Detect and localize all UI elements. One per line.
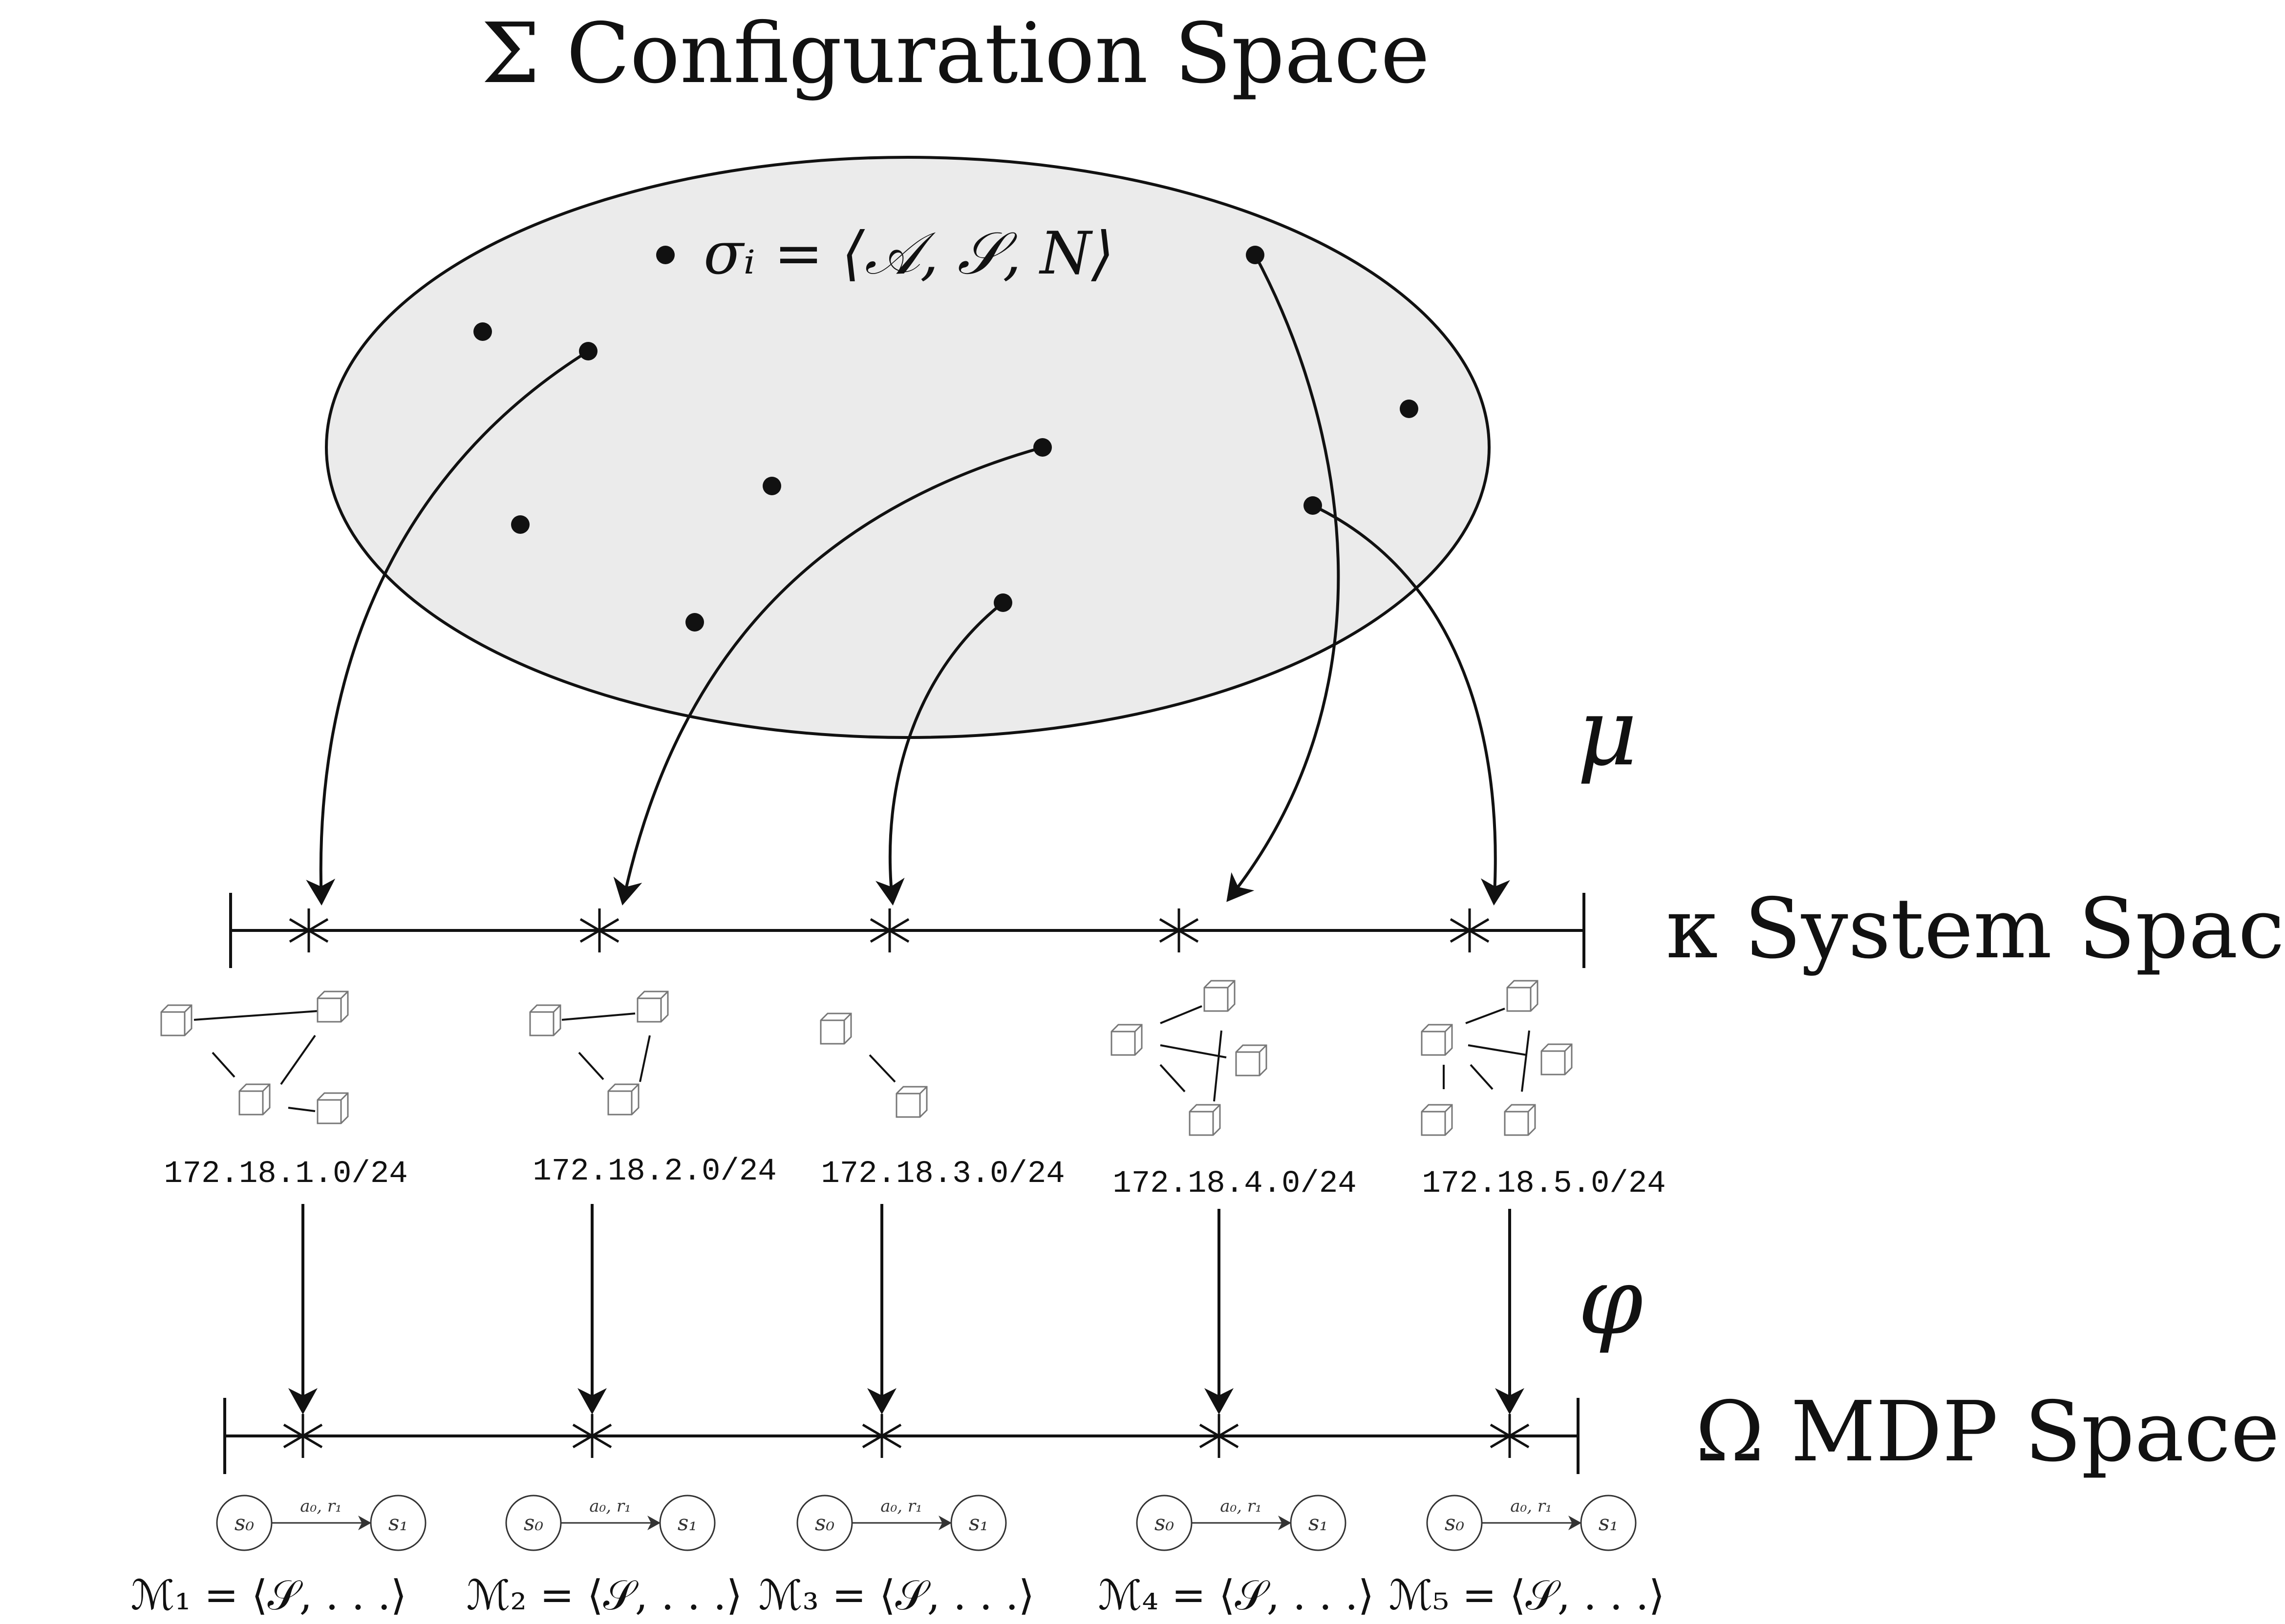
subnet-label-2: 172.18.2.0/24 xyxy=(533,1154,776,1189)
host-cube-icon xyxy=(607,1083,640,1116)
mu-arrow-4 xyxy=(1226,254,1340,902)
mdp-diagram-3: s₀ s₁ a₀, r₁ xyxy=(796,1495,1007,1551)
host-cube-icon xyxy=(1203,980,1236,1012)
network-topology-1 xyxy=(160,991,349,1124)
mdp-diagram-5: s₀ s₁ a₀, r₁ xyxy=(1426,1495,1637,1551)
system-marker-3 xyxy=(870,908,910,952)
subnet-label-1: 172.18.1.0/24 xyxy=(164,1157,407,1192)
system-marker-1 xyxy=(289,908,329,952)
host-cube-icon xyxy=(896,1086,928,1118)
network-topology-4 xyxy=(1110,980,1267,1136)
state-label: s₀ xyxy=(815,1511,835,1536)
host-cube-icon xyxy=(1504,1104,1536,1136)
host-cube-icon xyxy=(1189,1104,1221,1136)
host-cube-icon xyxy=(1421,1104,1453,1136)
transition-label: a₀, r₁ xyxy=(589,1497,631,1516)
host-cube-icon xyxy=(238,1083,271,1116)
network-topology-2 xyxy=(529,991,669,1116)
mu-mapping-arrows xyxy=(306,254,1510,906)
network-topology-3 xyxy=(820,1012,928,1118)
state-label: s₁ xyxy=(1308,1511,1328,1536)
config-point xyxy=(1400,400,1418,418)
config-point-label: σᵢ = ⟨𝒜, 𝒮, N⟩ xyxy=(704,220,1114,288)
mdp-space-axis xyxy=(223,1398,1580,1474)
transition-label: a₀, r₁ xyxy=(1510,1497,1552,1516)
system-marker-2 xyxy=(579,908,619,952)
config-point xyxy=(511,515,530,534)
system-markers xyxy=(289,908,1490,952)
mdp-marker-4 xyxy=(1199,1414,1239,1458)
mdp-diagram-2: s₀ s₁ a₀, r₁ xyxy=(505,1495,716,1551)
mdp-equation-3: ℳ₃ = ⟨𝒮, . . .⟩ xyxy=(759,1571,1035,1619)
phi-mapping-arrows xyxy=(288,1204,1524,1414)
mdp-marker-1 xyxy=(283,1414,323,1458)
host-cube-icon xyxy=(1110,1024,1143,1056)
transition-label: a₀, r₁ xyxy=(1220,1497,1261,1516)
mdp-equation-1: ℳ₁ = ⟨𝒮, . . .⟩ xyxy=(131,1571,407,1619)
mdp-equation-5: ℳ₅ = ⟨𝒮, . . .⟩ xyxy=(1389,1571,1665,1619)
phi-symbol: φ xyxy=(1578,1247,1643,1355)
mdp-equation-4: ℳ₄ = ⟨𝒮, . . .⟩ xyxy=(1098,1571,1374,1619)
host-cube-icon xyxy=(637,991,669,1023)
config-point xyxy=(473,322,492,341)
config-point xyxy=(763,477,781,495)
subnet-label-4: 172.18.4.0/24 xyxy=(1112,1166,1356,1202)
host-cube-icon xyxy=(1540,1043,1573,1076)
subnet-label-3: 172.18.3.0/24 xyxy=(821,1157,1065,1192)
mu-arrow-5 xyxy=(1312,504,1510,906)
state-label: s₁ xyxy=(388,1511,408,1536)
mu-arrow-1 xyxy=(306,350,589,906)
host-cube-icon xyxy=(529,1004,561,1036)
subnet-label-5: 172.18.5.0/24 xyxy=(1422,1166,1666,1202)
configuration-space-title: Σ Configuration Space xyxy=(481,5,1430,102)
system-space-title: κ System Space xyxy=(1666,881,2285,977)
state-label: s₀ xyxy=(1154,1511,1175,1536)
host-cube-icon xyxy=(317,991,349,1023)
mdp-space-title: Ω MDP Space xyxy=(1695,1384,2280,1480)
mdp-marker-3 xyxy=(862,1414,902,1458)
state-label: s₁ xyxy=(969,1511,988,1536)
system-marker-5 xyxy=(1450,908,1490,952)
mdp-marker-2 xyxy=(572,1414,612,1458)
host-cube-icon xyxy=(160,1004,192,1036)
mu-arrow-2 xyxy=(613,446,1043,906)
mdp-diagram-4: s₀ s₁ a₀, r₁ xyxy=(1136,1495,1346,1551)
system-space-axis xyxy=(229,893,1585,968)
mdp-diagram-1: s₀ s₁ a₀, r₁ xyxy=(216,1495,427,1551)
config-point xyxy=(685,613,704,632)
state-label: s₀ xyxy=(1445,1511,1465,1536)
config-point-sigma xyxy=(656,246,675,264)
mdp-equation-2: ℳ₂ = ⟨𝒮, . . .⟩ xyxy=(467,1571,743,1619)
transition-label: a₀, r₁ xyxy=(880,1497,922,1516)
mdp-markers xyxy=(283,1414,1530,1458)
mu-symbol: μ xyxy=(1577,678,1637,786)
host-cube-icon xyxy=(317,1092,349,1124)
system-marker-4 xyxy=(1159,908,1199,952)
state-label: s₁ xyxy=(678,1511,697,1536)
mu-arrow-3 xyxy=(875,601,1004,906)
host-cube-icon xyxy=(1421,1024,1453,1056)
state-label: s₀ xyxy=(524,1511,544,1536)
network-topology-5 xyxy=(1421,980,1573,1136)
mdp-marker-5 xyxy=(1490,1414,1530,1458)
state-label: s₀ xyxy=(235,1511,255,1536)
host-cube-icon xyxy=(820,1012,852,1045)
host-cube-icon xyxy=(1235,1044,1267,1076)
transition-label: a₀, r₁ xyxy=(300,1497,342,1516)
host-cube-icon xyxy=(1506,980,1538,1012)
state-label: s₁ xyxy=(1599,1511,1618,1536)
